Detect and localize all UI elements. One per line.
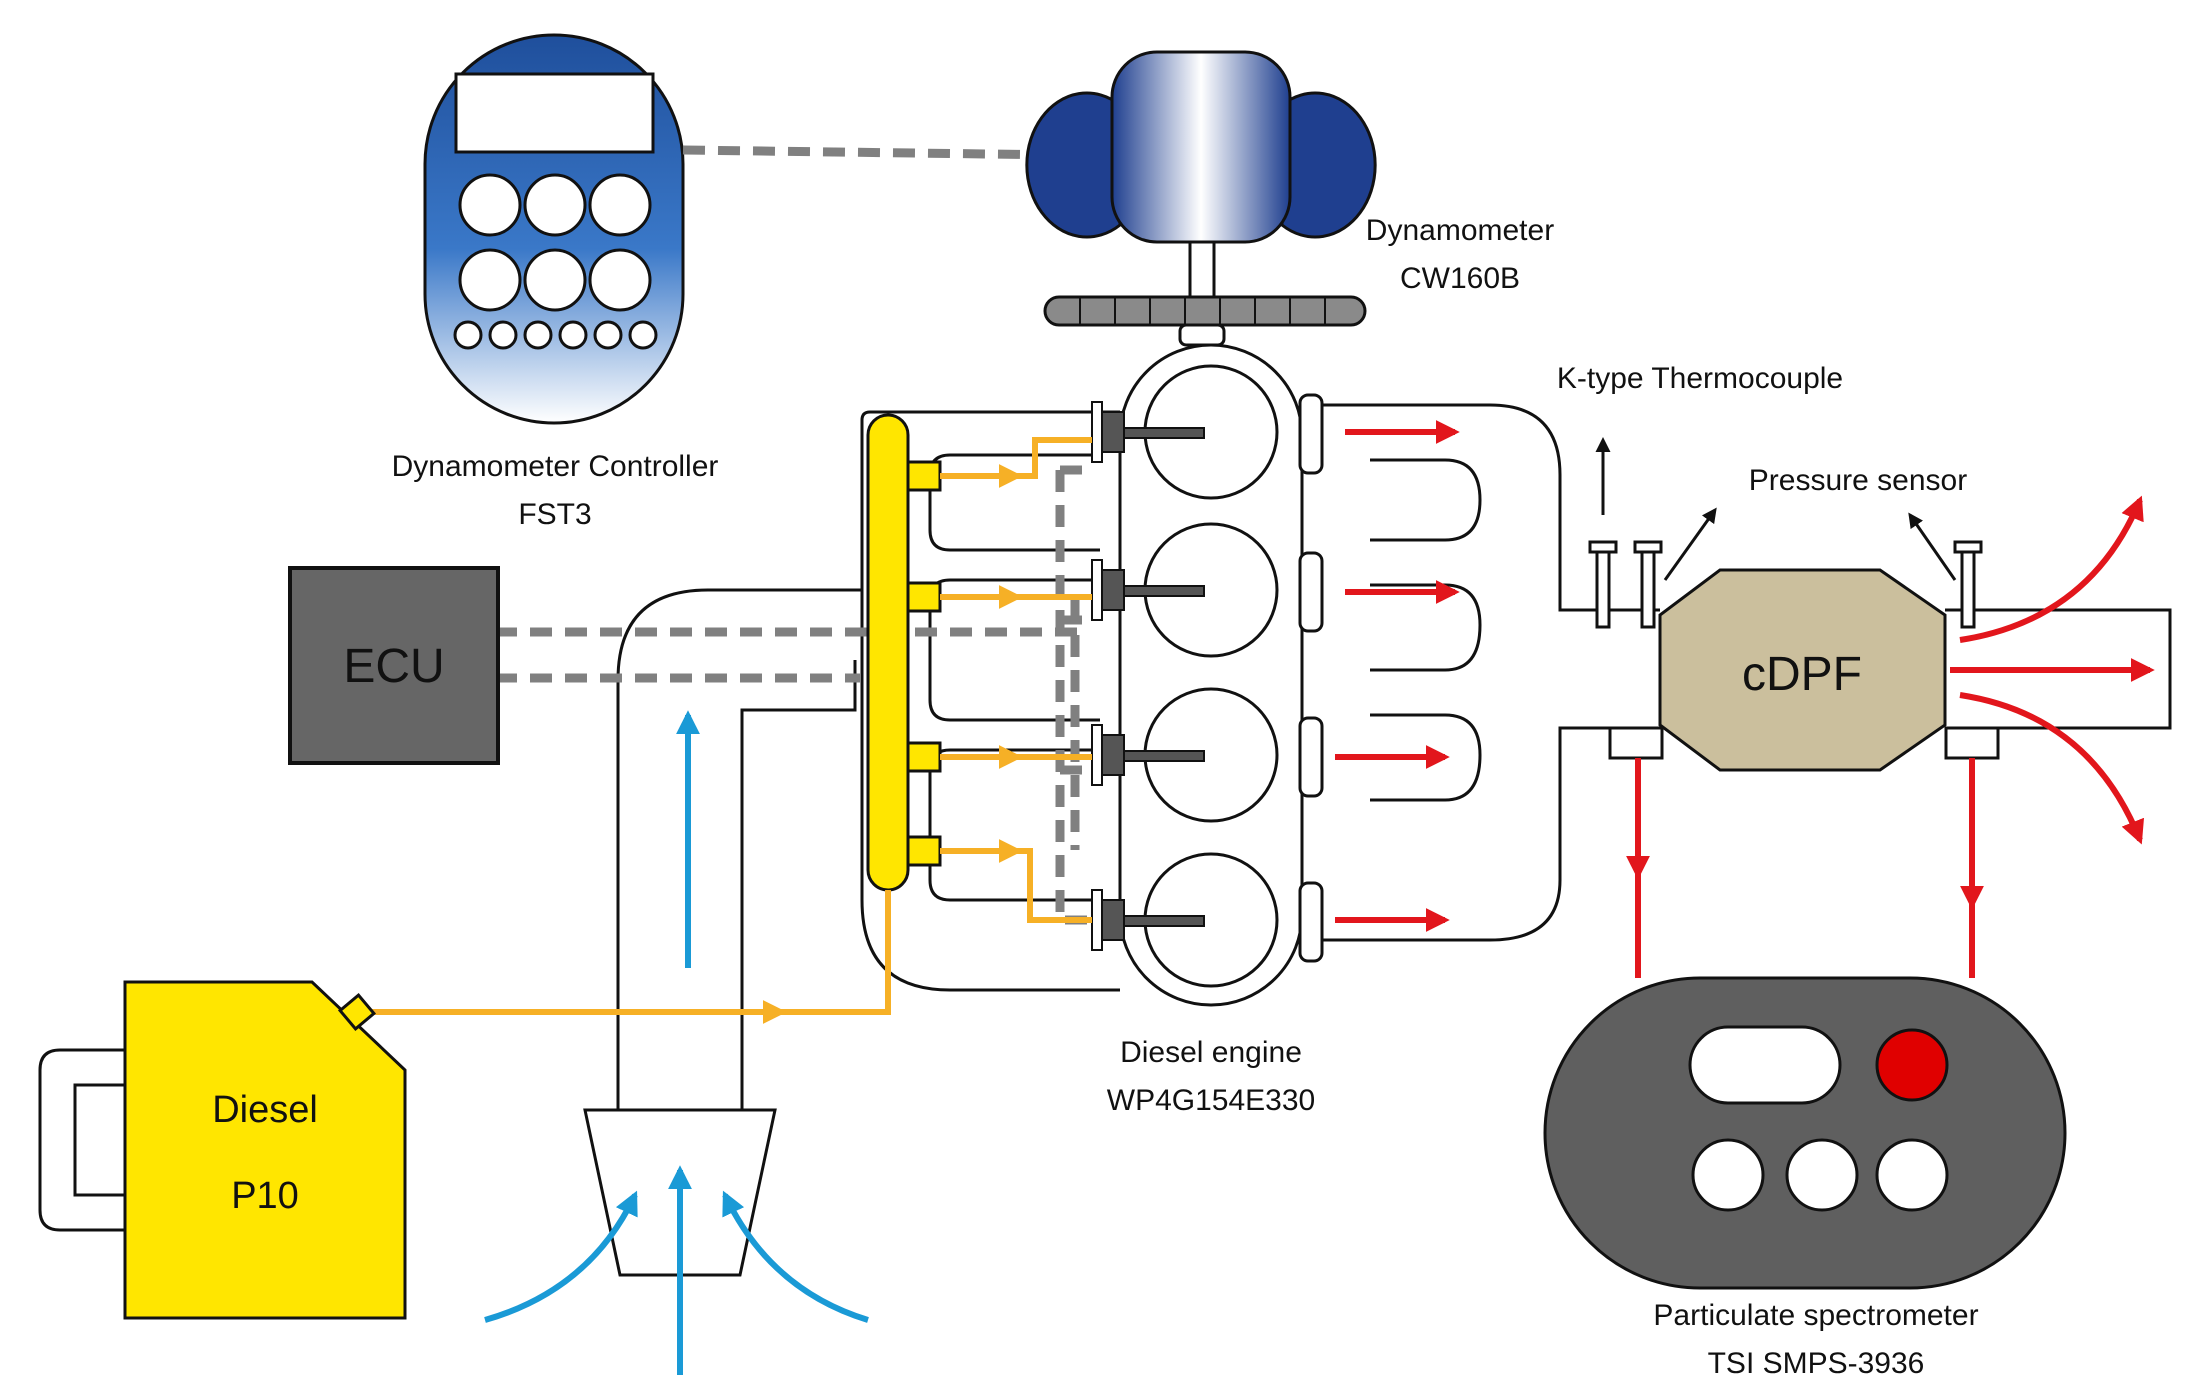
diesel-tank — [38, 980, 407, 1320]
dyno-flywheel — [1043, 295, 1367, 327]
tank-cap — [337, 992, 377, 1032]
diesel-label-1: Diesel — [212, 1089, 318, 1131]
spectrometer-label-2: TSI SMPS-3936 — [1708, 1347, 1925, 1380]
dyno-shaft — [1188, 240, 1216, 302]
pressure-probe-downstream — [1953, 540, 1983, 629]
intake-air-arrows — [484, 710, 869, 1375]
dyno-controller-label-1: Dynamometer Controller — [392, 450, 719, 483]
spectrometer-label-1: Particulate spectrometer — [1653, 1299, 1978, 1332]
cdpf-label: cDPF — [1742, 648, 1862, 701]
sampling-port-downstream — [1944, 726, 2000, 760]
intake-pipe — [583, 410, 1120, 1277]
particulate-spectrometer — [1543, 976, 2067, 1290]
intake-manifold — [860, 420, 1120, 992]
engine-block — [1118, 343, 1324, 1007]
sampling-lines — [1626, 758, 1984, 978]
controller-display — [454, 72, 655, 154]
tailpipe-exhaust-arrows — [1950, 495, 2155, 845]
spectrometer-display — [1688, 1025, 1842, 1105]
dynamometer-label-1: Dynamometer — [1366, 214, 1554, 247]
ecu-label: ECU — [343, 640, 444, 693]
dyno-coupling — [1178, 323, 1226, 347]
dpf-unit — [1658, 568, 2172, 772]
cdpf-body — [1658, 568, 1947, 772]
signal-line-controller-dyno — [682, 145, 1066, 160]
controller-buttons — [453, 173, 658, 350]
pressure-sensor-label: Pressure sensor — [1749, 464, 1967, 497]
engine-label-1: Diesel engine — [1120, 1036, 1302, 1069]
fuel-rail-outlets — [906, 460, 942, 867]
spectrometer-indicator — [1875, 1028, 1949, 1102]
fuel-rail — [866, 413, 910, 892]
dynamometer-label-2: CW160B — [1400, 262, 1520, 295]
exhaust-arrows — [1335, 420, 1460, 932]
dynamometer-controller — [423, 33, 685, 425]
fuel-lines — [372, 437, 1092, 1024]
pressure-probe-upstream — [1633, 540, 1663, 629]
sampling-port-upstream — [1608, 726, 1664, 760]
engine-label-2: WP4G154E330 — [1107, 1084, 1315, 1117]
injectors — [1091, 401, 1205, 951]
ecu-box — [288, 566, 500, 765]
thermocouple-probe — [1588, 540, 1618, 629]
dyno-controller-label-2: FST3 — [518, 498, 591, 531]
thermocouple-label: K-type Thermocouple — [1557, 362, 1843, 395]
diesel-label-2: P10 — [231, 1175, 299, 1217]
exhaust-manifold — [1320, 403, 1660, 942]
sensor-pointer-arrows — [1595, 437, 1957, 581]
dynamometer — [1025, 50, 1377, 347]
